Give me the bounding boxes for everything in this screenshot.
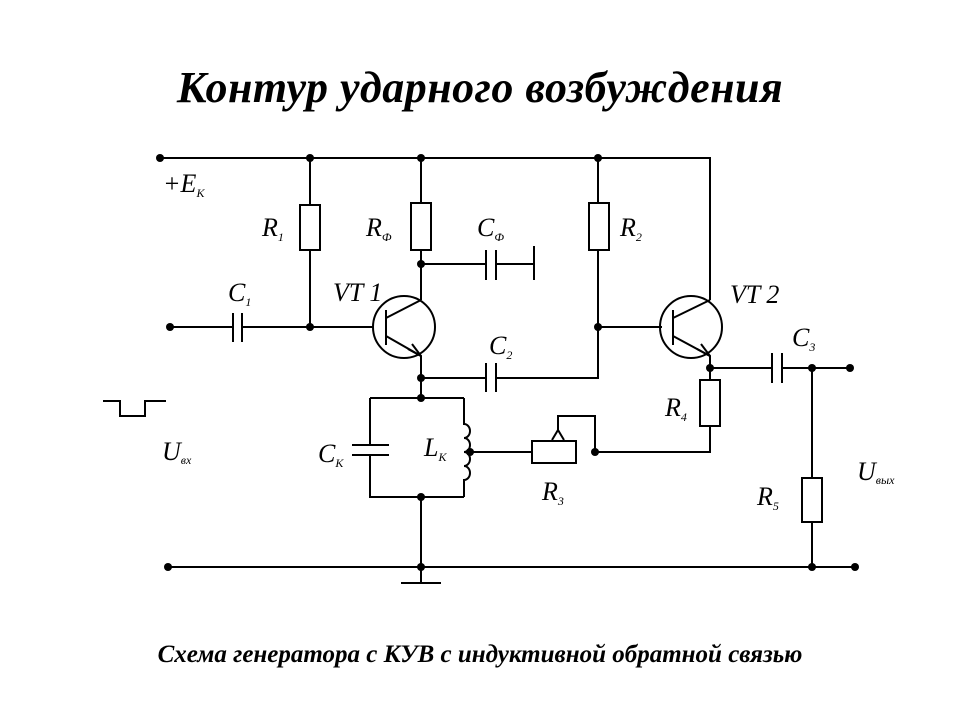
label-c3: C3 (792, 323, 815, 354)
label-r1: R1 (261, 213, 284, 244)
vt2-collector (672, 299, 711, 319)
resistor-r2 (588, 202, 610, 251)
resistor-r4 (699, 379, 721, 427)
vt1-collector (385, 299, 422, 319)
label-u-in: Uвх (162, 437, 192, 467)
label-cf: CФ (477, 213, 504, 244)
label-ck: CК (318, 439, 344, 470)
vt1-emitter-arrow (407, 343, 422, 357)
slide-caption: Схема генератора с КУВ с индуктивной обр… (157, 641, 803, 668)
c2-wire (421, 158, 599, 379)
label-lk: LК (423, 433, 447, 464)
r3-wiper (557, 415, 596, 452)
supply-rail (160, 157, 711, 300)
inductor-lk (463, 398, 471, 497)
capacitor-c3 (771, 353, 783, 383)
r4-wire (595, 368, 711, 453)
label-vt1: VT 1 (333, 278, 382, 307)
label-vt2: VT 2 (730, 280, 779, 309)
label-rf: RФ (365, 213, 392, 244)
resistor-r3 (531, 440, 577, 464)
label-supply: +EК (163, 169, 205, 200)
r3-wiper-arrow (551, 428, 565, 441)
transistor-vt2 (659, 295, 723, 359)
capacitor-c2 (485, 363, 497, 392)
capacitor-ck (352, 444, 389, 456)
label-u-out: Uвых (857, 457, 895, 487)
junction-dots (156, 154, 859, 571)
label-c2: C2 (489, 331, 512, 362)
tank-top-wire (370, 378, 464, 399)
capacitor-cf (485, 246, 535, 280)
label-r3: R3 (541, 477, 564, 508)
label-c1: C1 (228, 278, 251, 309)
transistor-vt1 (372, 295, 436, 359)
vt2-emitter-arrow (696, 343, 711, 357)
tank-left-wire (369, 398, 464, 498)
label-r4: R4 (664, 393, 687, 424)
slide-title: Контур ударного возбуждения (176, 63, 784, 112)
resistor-r1 (299, 204, 321, 251)
label-r2: R2 (619, 213, 642, 244)
resistor-r5 (801, 477, 823, 523)
resistor-rf (410, 202, 432, 251)
label-r5: R5 (756, 482, 779, 513)
capacitor-c1 (232, 313, 243, 342)
input-pulse-waveform (103, 400, 166, 417)
